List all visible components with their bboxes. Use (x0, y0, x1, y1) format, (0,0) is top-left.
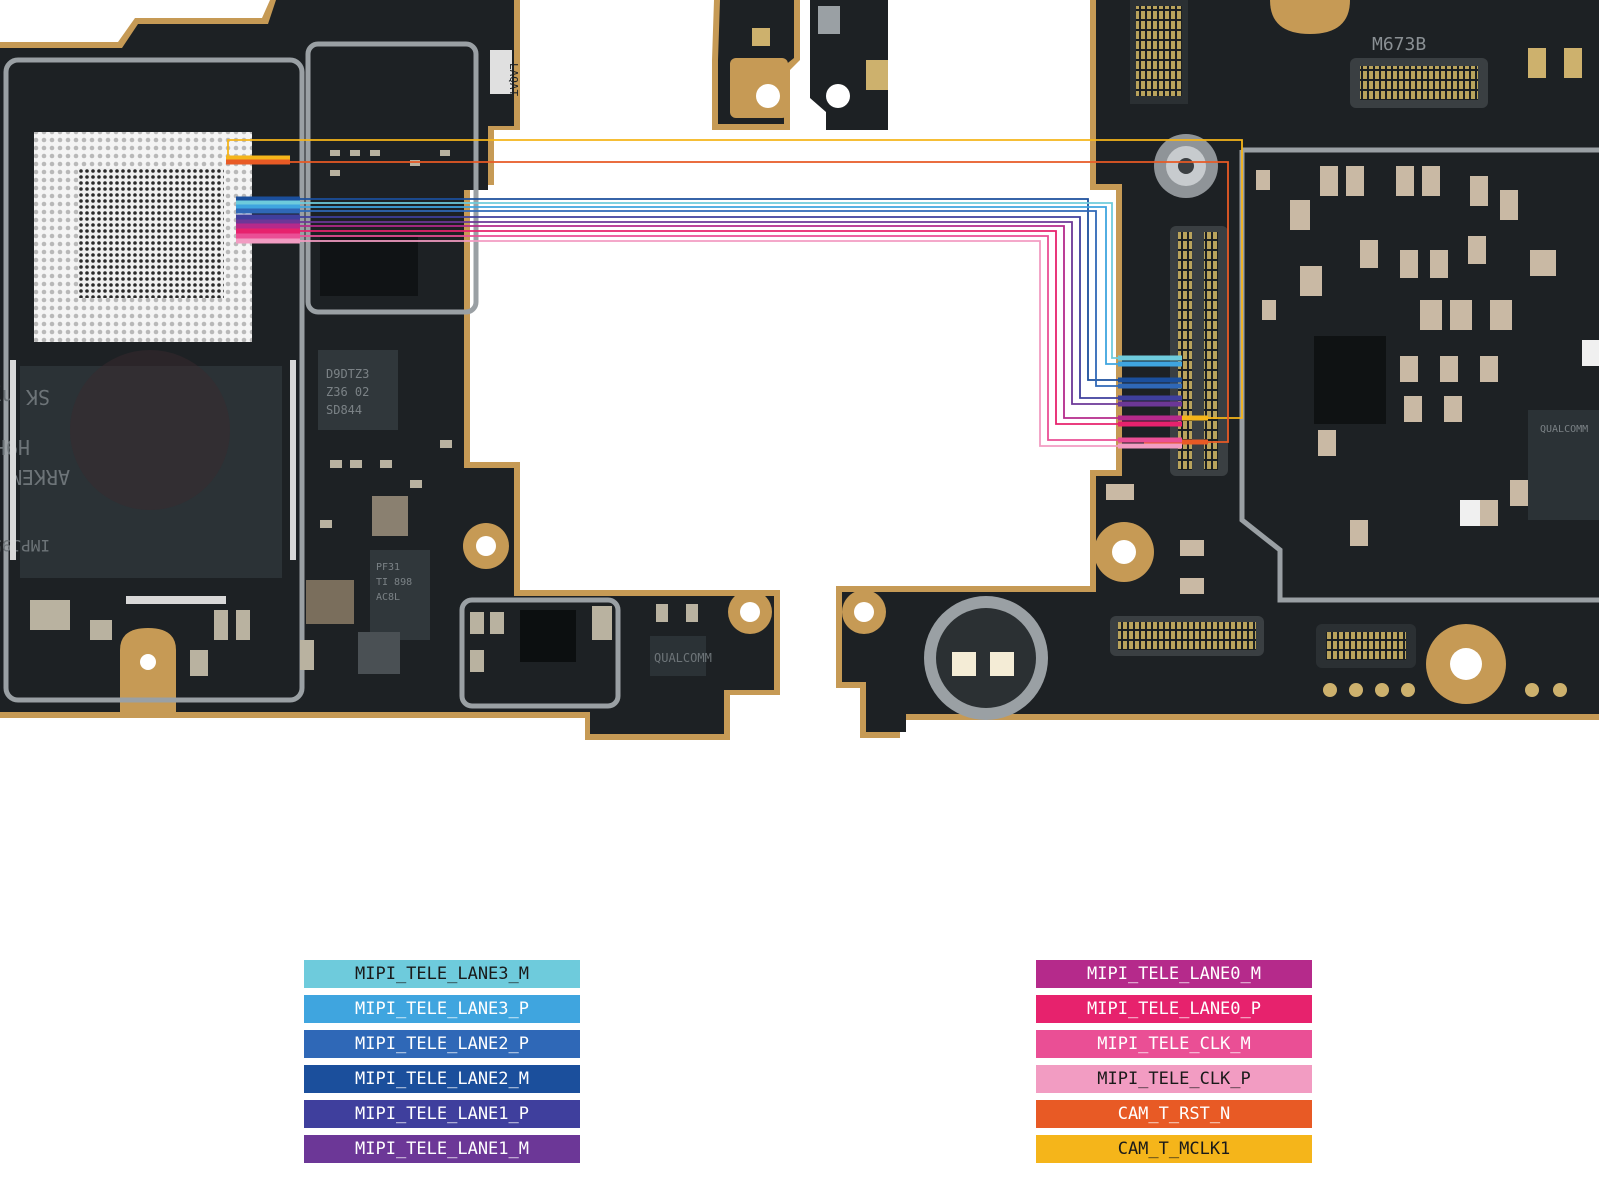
trace-clk-p (238, 240, 1180, 447)
pcb-board-diagram: SK hynix H9HQ16AECMMD ARKEM 852A IMPJ950… (0, 0, 1599, 740)
right-board: M673B QUALCOMM (836, 0, 1599, 738)
chip-marking: LAQAT (507, 63, 520, 96)
trace-pad-lane0-m (1118, 415, 1182, 421)
legend-item-lane2-m: MIPI_TELE_LANE2_M (304, 1065, 580, 1093)
trace-pad-lane3-m (1118, 355, 1182, 361)
trace-pad-clk-m (236, 233, 300, 239)
trace-pad-lane3-p (1118, 361, 1182, 367)
center-flex-tabs (712, 0, 888, 130)
left-board: SK hynix H9HQ16AECMMD ARKEM 852A IMPJ950… (0, 0, 780, 740)
legend-item-lane1-m: MIPI_TELE_LANE1_M (304, 1135, 580, 1163)
chip-marking: PF31 (376, 562, 400, 573)
trace-pad-lane1-p (1118, 395, 1182, 401)
trace-pad-mclk1 (226, 155, 290, 161)
chip-marking: QUALCOMM (654, 651, 712, 665)
board-marking: M673B (1372, 34, 1426, 55)
trace-pad-lane2-p (236, 208, 300, 214)
trace-mclk1 (227, 139, 1243, 419)
legend-item-clk-m: MIPI_TELE_CLK_M (1036, 1030, 1312, 1058)
legend-item-mclk1: CAM_T_MCLK1 (1036, 1135, 1312, 1163)
trace-clk-m (238, 235, 1180, 441)
trace-pad-lane3-m (236, 200, 300, 206)
trace-pad-lane2-m (1118, 377, 1182, 383)
chip-marking: TI 898 (376, 577, 412, 588)
legend-left: MIPI_TELE_LANE3_M MIPI_TELE_LANE3_P MIPI… (304, 960, 580, 1163)
trace-pad-lane2-m (236, 196, 300, 202)
legend-item-lane2-p: MIPI_TELE_LANE2_P (304, 1030, 580, 1058)
trace-pad-clk-p (236, 238, 300, 244)
trace-pad-lane3-p (236, 204, 300, 210)
signal-traces (226, 139, 1243, 449)
chip-marking: SD844 (326, 403, 362, 417)
legend-item-lane3-p: MIPI_TELE_LANE3_P (304, 995, 580, 1023)
trace-pad-lane1-p (236, 214, 300, 220)
legend-right: MIPI_TELE_LANE0_M MIPI_TELE_LANE0_P MIPI… (1036, 960, 1312, 1163)
legend-item-lane3-m: MIPI_TELE_LANE3_M (304, 960, 580, 988)
trace-pad-clk-p (1118, 443, 1182, 449)
trace-pad-rst-n (226, 159, 290, 165)
legend-item-lane0-m: MIPI_TELE_LANE0_M (1036, 960, 1312, 988)
trace-rst-n (228, 161, 1229, 443)
trace-pad-lane0-p (236, 228, 300, 234)
chip-marking: AC8L (376, 592, 400, 603)
chip-marking: SK hynix (0, 385, 50, 409)
legend-item-lane0-p: MIPI_TELE_LANE0_P (1036, 995, 1312, 1023)
legend-item-clk-p: MIPI_TELE_CLK_P (1036, 1065, 1312, 1093)
legend-item-lane1-p: MIPI_TELE_LANE1_P (304, 1100, 580, 1128)
trace-pad-lane2-p (1118, 383, 1182, 389)
trace-pad-lane1-m (236, 219, 300, 225)
chip-marking: D9DTZ3 (326, 367, 369, 381)
legend-item-rst-n: CAM_T_RST_N (1036, 1100, 1312, 1128)
trace-pad-clk-m (1118, 437, 1182, 443)
trace-pad-lane0-m (236, 223, 300, 229)
trace-pad-lane0-p (1118, 421, 1182, 427)
trace-pad-lane1-m (1118, 401, 1182, 407)
chip-marking: IMPJ9500A (0, 536, 50, 555)
chip-marking: QUALCOMM (1540, 424, 1588, 435)
chip-marking: Z36 02 (326, 385, 369, 399)
